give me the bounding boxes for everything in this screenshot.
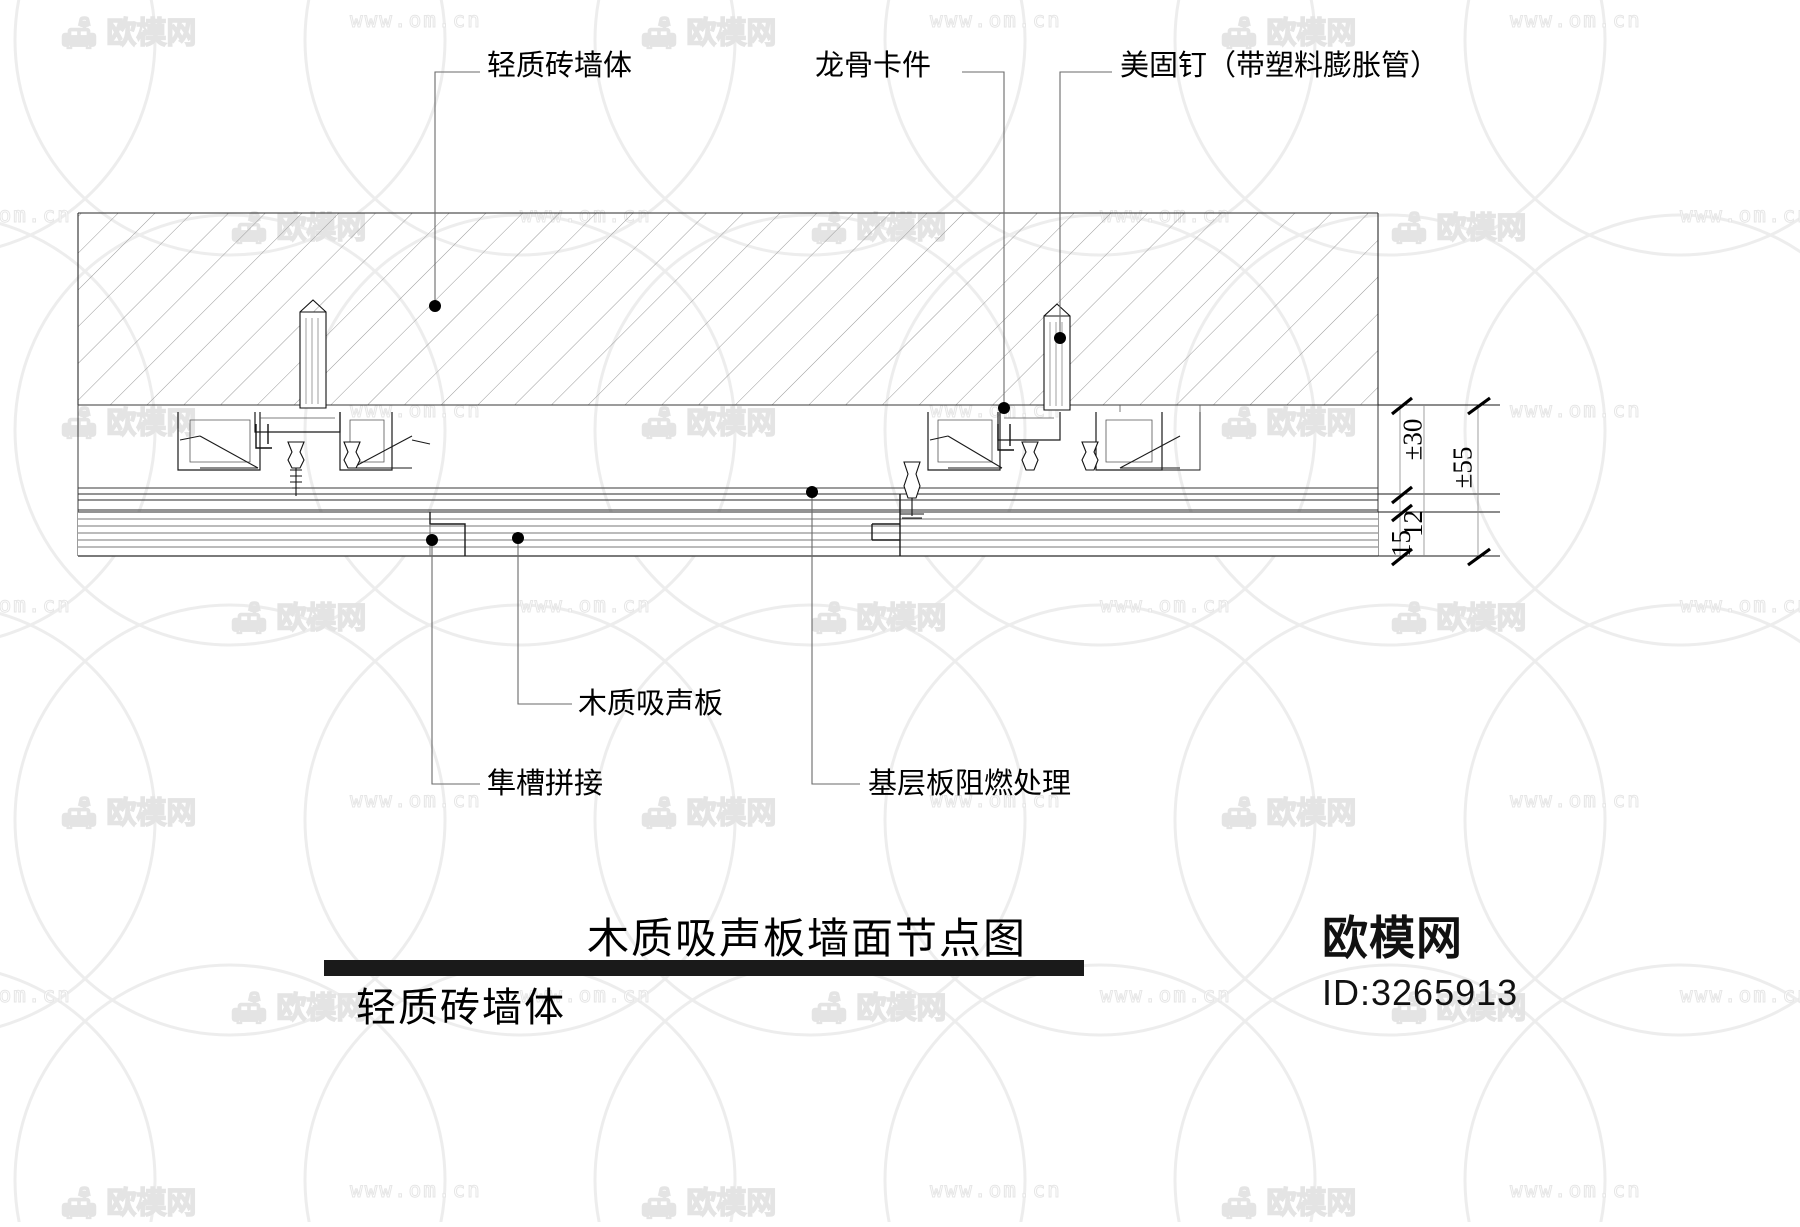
title-underline [324, 960, 1084, 976]
callout-wood-acoustic-panel: 木质吸声板 [578, 688, 724, 720]
callout-light-brick-wall: 轻质砖墙体 [487, 50, 633, 82]
callout-tenon-groove-joint: 隼槽拼接 [487, 768, 604, 800]
dimension-15: 15 [1386, 530, 1416, 557]
dimension-55: ±55 [1447, 446, 1478, 489]
brand-logo-text: 欧模网 [1322, 912, 1463, 964]
callout-substrate-fireproof: 基层板阻燃处理 [868, 768, 1072, 800]
dimension-30: ±30 [1397, 418, 1428, 461]
callout-anchor-screw: 美固钉（带塑料膨胀管） [1120, 50, 1440, 82]
drawing-subtitle: 轻质砖墙体 [356, 985, 566, 1030]
callout-keel-clip: 龙骨卡件 [815, 50, 932, 82]
drawing-title: 木质吸声板墙面节点图 [587, 917, 1028, 963]
brand-id-label: ID:3265913 [1322, 972, 1519, 1013]
